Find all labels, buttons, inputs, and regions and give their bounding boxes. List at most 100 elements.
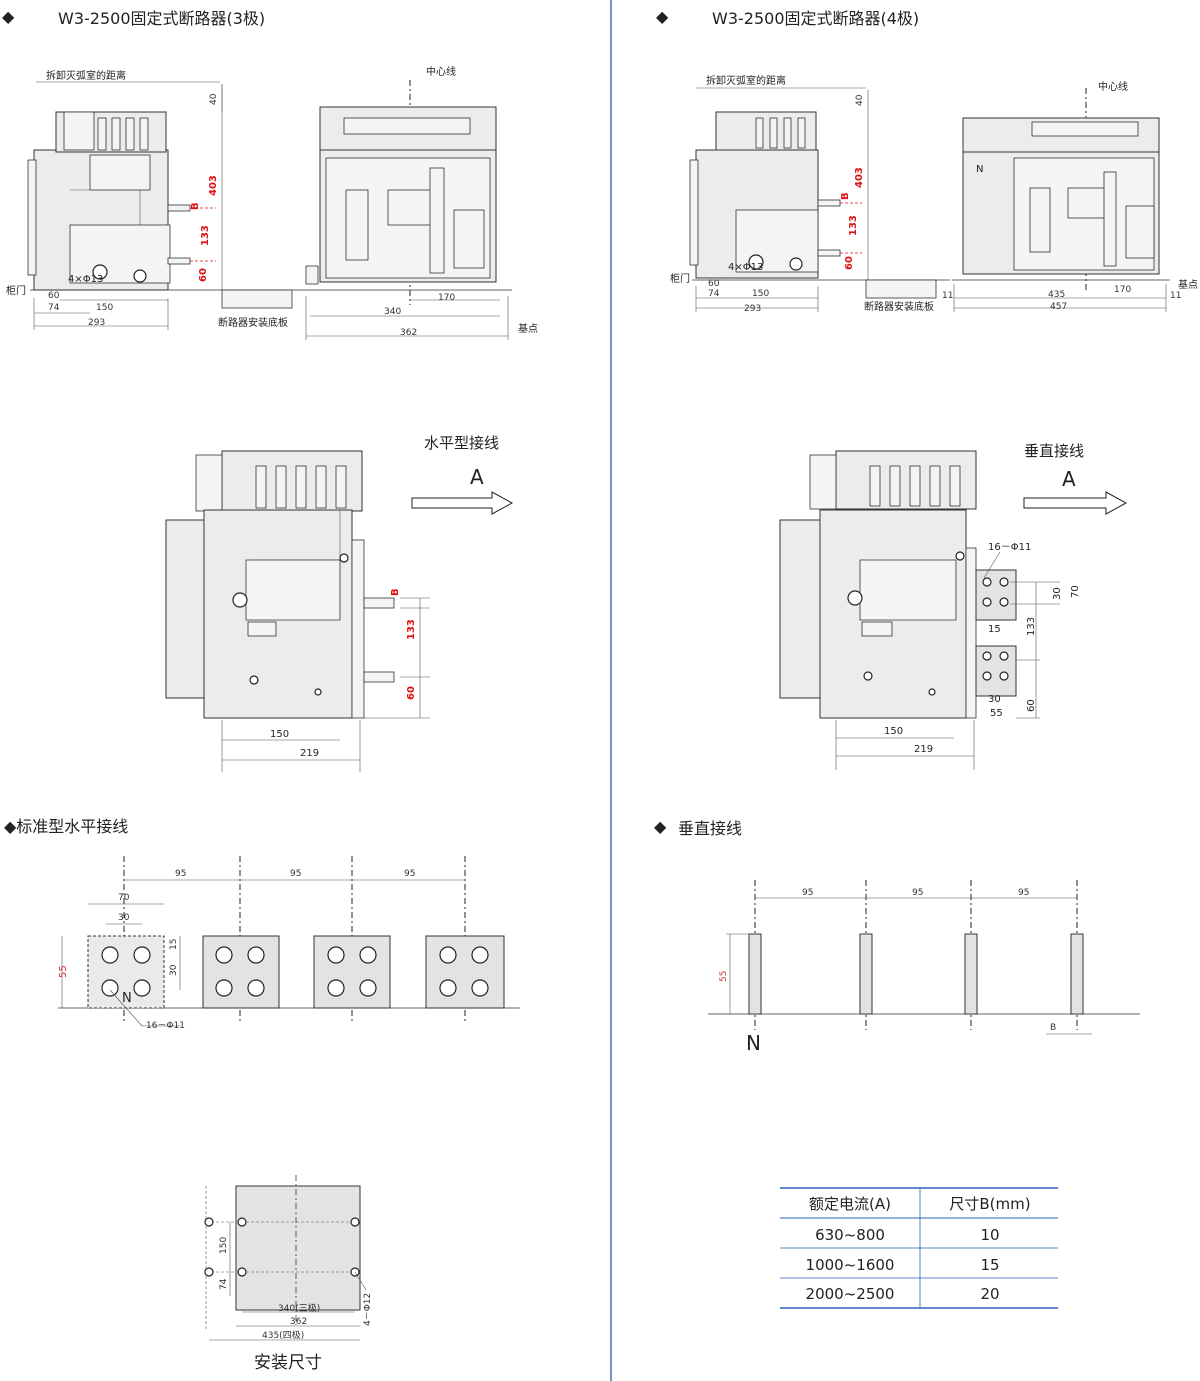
right-side-dim-70: 70 — [1070, 585, 1081, 598]
right-bus-dim-B: B — [1050, 1023, 1056, 1033]
diamond-bullet-icon: ◆ — [656, 7, 669, 26]
left-dim-340: 340 — [384, 307, 401, 317]
right-dim-40: 40 — [855, 94, 865, 106]
mount-dim-74: 74 — [219, 1278, 229, 1290]
left-dim-74: 74 — [48, 303, 60, 313]
right-bus-dim-95a: 95 — [802, 888, 813, 898]
right-side-holes: 16－Φ11 — [988, 542, 1031, 553]
right-wiring-label: 垂直接线 — [1024, 442, 1084, 460]
right-callout-arc: 拆卸灭弧室的距离 — [706, 74, 786, 87]
left-dim-40: 40 — [209, 93, 219, 105]
arrow-right-icon — [1023, 491, 1128, 515]
right-side-dim-150: 150 — [884, 726, 903, 737]
right-side-dim-55: 55 — [990, 708, 1003, 719]
left-bus-neutral: N — [122, 991, 132, 1006]
right-dim-170: 170 — [1114, 285, 1131, 295]
left-busbar-layout: ◆标准型水平接线 95 95 95 70 30 55 15 30 N 16－Φ1 — [4, 817, 520, 1031]
diamond-bullet-icon: ◆ — [2, 7, 15, 26]
right-dim-435: 435 — [1048, 290, 1065, 300]
right-title: W3-2500固定式断路器(4极) — [712, 9, 919, 28]
left-arrow-letter: A — [470, 465, 484, 489]
mount-holes: 4－Φ12 — [363, 1293, 373, 1326]
right-bus-neutral: N — [746, 1031, 761, 1055]
mount-dim-362: 362 — [290, 1317, 307, 1327]
right-holes-label: 4×Φ13 — [728, 262, 763, 273]
table-cell: 20 — [980, 1285, 999, 1303]
rating-table: 额定电流(A) 尺寸B(mm) 630~800 10 1000~1600 15 … — [780, 1187, 1058, 1309]
left-bus-dim-70: 70 — [118, 893, 130, 903]
left-dim-60v: 60 — [198, 268, 209, 282]
right-side-dim-30a: 30 — [1052, 587, 1063, 600]
right-bus-dim-95c: 95 — [1018, 888, 1029, 898]
mount-dim-150: 150 — [219, 1237, 229, 1254]
table-cell: 15 — [980, 1256, 999, 1274]
left-horizontal-wiring-view: 水平型接线 A B 133 60 150 219 — [165, 434, 514, 772]
left-front-elevation: 中心线 170 340 362 断路器安装底板 基点 — [218, 65, 538, 340]
left-side-dim-B: B — [390, 588, 401, 596]
right-dim-11a: 11 — [942, 291, 953, 301]
left-side-dim-60: 60 — [406, 686, 417, 700]
left-dim-60h: 60 — [48, 291, 60, 301]
left-dim-133: 133 — [200, 225, 211, 246]
right-dim-60v: 60 — [844, 256, 855, 270]
right-cabinet-door: 柜门 — [670, 272, 690, 285]
right-dim-403: 403 — [854, 167, 865, 188]
table-cell: 2000~2500 — [806, 1285, 895, 1303]
left-side-dim-133: 133 — [406, 619, 417, 640]
right-side-dim-30b: 30 — [988, 694, 1001, 705]
right-side-dim-60: 60 — [1026, 699, 1037, 712]
left-holes-label: 4×Φ13 — [68, 274, 103, 285]
left-bus-holes: 16－Φ11 — [146, 1021, 185, 1031]
right-front-elevation: 中心线 N 11 435 170 11 457 基点 — [942, 80, 1198, 312]
left-bus-dim-95c: 95 — [404, 869, 415, 879]
table-cell: 630~800 — [815, 1226, 885, 1244]
left-wiring-label: 水平型接线 — [424, 434, 499, 452]
right-side-dim-15: 15 — [988, 624, 1001, 635]
right-base-plate: 断路器安装底板 — [864, 300, 934, 313]
right-busbar-heading: 垂直接线 — [678, 819, 742, 838]
left-base-plate: 断路器安装底板 — [218, 316, 288, 329]
right-dim-133: 133 — [848, 215, 859, 236]
table-cell: 10 — [980, 1226, 999, 1244]
right-dim-11b: 11 — [1170, 291, 1181, 301]
left-dim-150: 150 — [96, 303, 113, 313]
right-vertical-wiring-view: 垂直接线 A 16－Φ11 30 70 15 133 — [779, 442, 1128, 770]
mount-caption: 安装尺寸 — [254, 1353, 322, 1373]
left-side-dim-150: 150 — [270, 729, 289, 740]
left-dim-170: 170 — [438, 293, 455, 303]
right-neutral: N — [976, 164, 983, 175]
right-dim-60h: 60 — [708, 279, 720, 289]
left-bus-dim-30a: 30 — [118, 913, 130, 923]
left-dim-293: 293 — [88, 318, 105, 328]
left-bus-dim-15: 15 — [169, 939, 179, 950]
right-datum: 基点 — [1178, 278, 1198, 291]
right-side-dim-133: 133 — [1026, 617, 1037, 636]
right-dim-74: 74 — [708, 289, 720, 299]
table-header-size: 尺寸B(mm) — [949, 1195, 1030, 1213]
left-dim-362: 362 — [400, 328, 417, 338]
right-center-line: 中心线 — [1098, 80, 1128, 93]
mount-dim-435: 435(四极) — [262, 1329, 304, 1341]
left-bus-dim-95a: 95 — [175, 869, 186, 879]
right-dim-B: B — [840, 192, 851, 200]
left-dim-403: 403 — [208, 175, 219, 196]
right-bus-dim-55: 55 — [719, 971, 729, 982]
left-callout-arc: 拆卸灭弧室的距离 — [46, 69, 126, 82]
mount-dim-340: 340(三极) — [278, 1302, 320, 1314]
table-cell: 1000~1600 — [806, 1256, 895, 1274]
left-dim-B: B — [190, 202, 201, 210]
right-dim-293: 293 — [744, 304, 761, 314]
right-arrow-letter: A — [1062, 467, 1076, 491]
right-busbar-layout: ◆ 垂直接线 95 95 95 55 N B — [654, 817, 1140, 1055]
left-title: W3-2500固定式断路器(3极) — [58, 9, 265, 28]
right-side-elevation: 拆卸灭弧室的距离 60 74 150 293 柜门 4×Φ13 40 403 B… — [670, 74, 950, 314]
left-datum: 基点 — [518, 322, 538, 335]
table-header-current: 额定电流(A) — [809, 1195, 891, 1213]
left-bus-dim-95b: 95 — [290, 869, 301, 879]
right-side-dim-219: 219 — [914, 744, 933, 755]
left-bus-dim-55: 55 — [58, 965, 69, 978]
right-dim-150: 150 — [752, 289, 769, 299]
left-center-line: 中心线 — [426, 65, 456, 78]
left-mounting-plan: 150 74 340(三极) 362 435(四极) 4－Φ12 安装尺寸 — [204, 1175, 373, 1373]
